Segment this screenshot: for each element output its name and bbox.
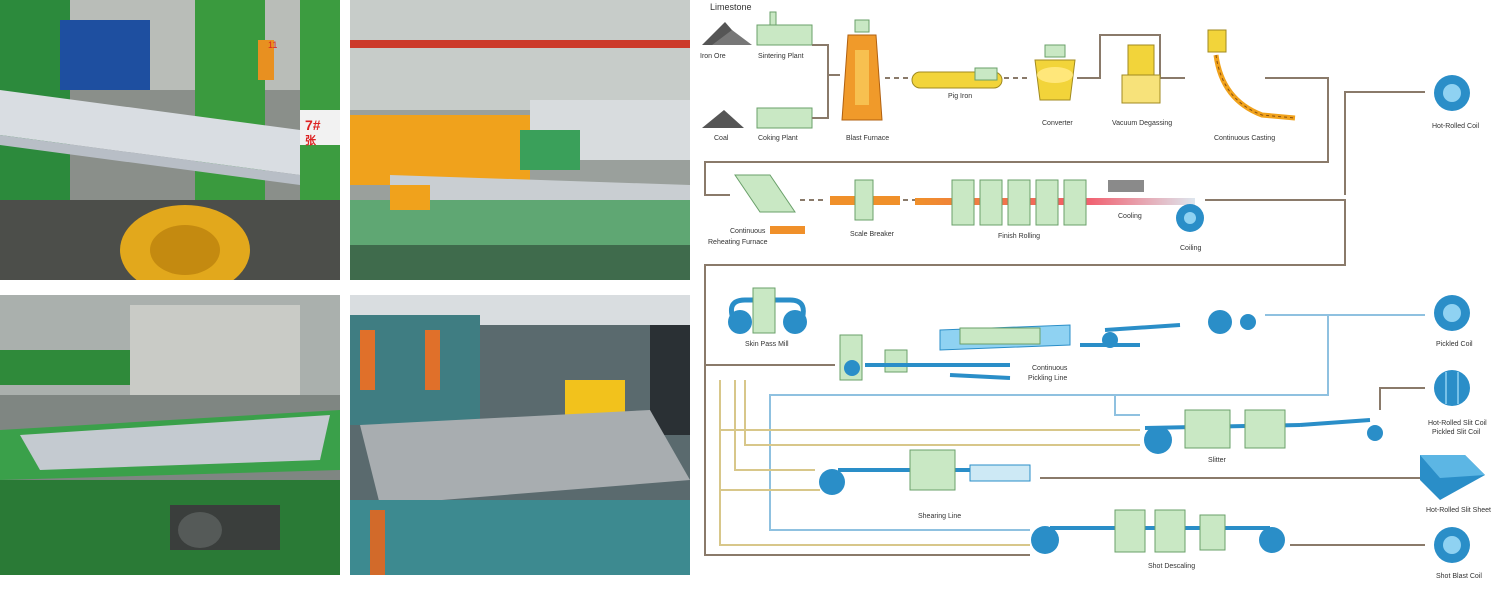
label-slitter: Slitter: [1208, 457, 1227, 464]
finish-rolling: [915, 179, 1195, 226]
slitter: [1144, 409, 1383, 454]
label-iron-ore: Iron Ore: [700, 53, 726, 60]
shot-blast-coil-product: [1434, 527, 1470, 563]
label-pickling-2: Pickling Line: [1028, 375, 1067, 382]
label-skin-pass-mill: Skin Pass Mill: [745, 341, 789, 348]
slit-sheet-product: [1420, 455, 1485, 500]
photo-slitting-line: 7# 张 11: [0, 0, 340, 280]
slit-coil-product: [1434, 370, 1470, 406]
continuous-casting: [1207, 29, 1296, 121]
raw-material-stations: [702, 11, 813, 129]
label-pig-iron: Pig Iron: [948, 93, 972, 100]
label-limestone: Limestone: [710, 2, 752, 12]
converter: [1034, 44, 1076, 101]
label-slit-sheet: Hot-Rolled Slit Sheet: [1426, 507, 1491, 514]
scale-breaker: [830, 179, 900, 221]
photo-shearing-machine: [350, 295, 690, 575]
label-finish-rolling: Finish Rolling: [998, 233, 1040, 240]
label-reheating-2: Reheating Furnace: [708, 239, 768, 246]
machine-marker-char: 张: [305, 133, 317, 147]
vacuum-degassing: [1121, 44, 1161, 104]
label-coal: Coal: [714, 135, 729, 142]
label-shearing-line: Shearing Line: [918, 513, 961, 520]
label-blast-furnace: Blast Furnace: [846, 135, 889, 142]
label-converter: Converter: [1042, 120, 1073, 127]
label-coking-plant: Coking Plant: [758, 135, 798, 142]
pig-iron-car: [911, 67, 1003, 89]
label-vacuum-degassing: Vacuum Degassing: [1112, 120, 1172, 127]
shot-descaling: [1031, 509, 1285, 554]
blast-furnace: [841, 19, 883, 121]
label-reheating-1: Continuous: [730, 228, 766, 235]
label-slit-coil-2: Pickled Slit Coil: [1432, 429, 1481, 436]
continuous-pickling-line: [839, 310, 1256, 381]
label-hot-rolled-coil: Hot-Rolled Coil: [1432, 123, 1480, 130]
steel-process-diagram: Limestone Iron Ore Sintering Plant Coal …: [700, 2, 1491, 580]
skin-pass-mill: [728, 287, 807, 334]
label-slit-coil-1: Hot-Rolled Slit Coil: [1428, 420, 1487, 427]
shearing-line: [819, 449, 1031, 495]
pickled-coil-product: [1434, 295, 1470, 331]
label-shot-descaling: Shot Descaling: [1148, 563, 1195, 570]
photo-cut-to-length-line: [350, 0, 690, 280]
label-scale-breaker: Scale Breaker: [850, 231, 895, 238]
label-pickled-coil: Pickled Coil: [1436, 341, 1473, 348]
label-pickling-1: Continuous: [1032, 365, 1068, 372]
hot-rolled-coil-product: [1434, 75, 1470, 111]
label-sintering-plant: Sintering Plant: [758, 53, 804, 60]
label-continuous-casting: Continuous Casting: [1214, 135, 1275, 142]
photo-sheet-conveyor: [0, 295, 340, 575]
label-shot-blast-coil: Shot Blast Coil: [1436, 573, 1482, 580]
reheating-furnace: [734, 174, 805, 234]
label-coiling: Coiling: [1180, 245, 1202, 252]
machine-marker-text: 7#: [305, 117, 321, 133]
coiling: [1176, 204, 1204, 232]
machine-tag: 11: [268, 40, 277, 50]
label-cooling: Cooling: [1118, 213, 1142, 220]
